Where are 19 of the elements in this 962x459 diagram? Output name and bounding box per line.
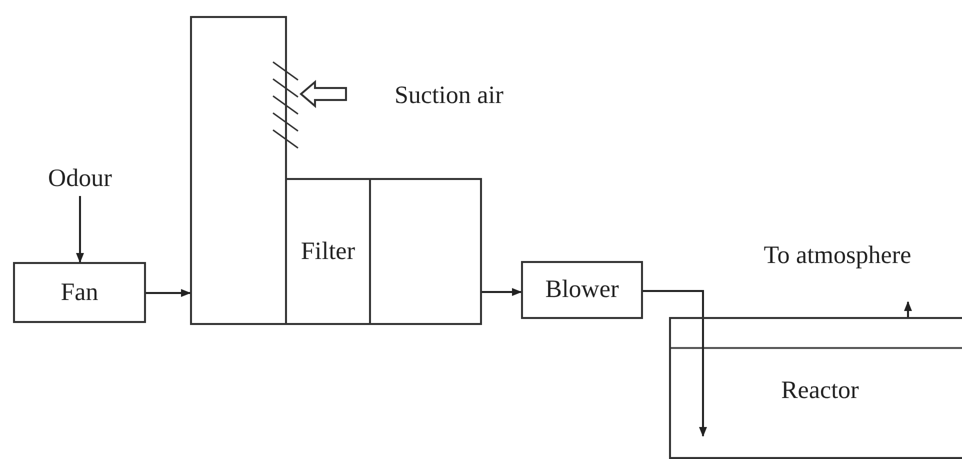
node-label: Odour	[30, 162, 130, 196]
arrow	[643, 290, 707, 437]
hollow-arrow	[299, 80, 347, 108]
box-label: Blower	[545, 276, 619, 304]
box-label: Filter	[300, 238, 356, 266]
process-box	[13, 262, 146, 323]
process-box	[285, 178, 371, 325]
compartment-box	[369, 178, 482, 325]
node-label: Suction air	[364, 78, 534, 114]
compartment-box	[190, 16, 287, 325]
arrow	[76, 196, 84, 263]
process-box	[521, 261, 643, 319]
arrow	[482, 288, 522, 296]
box-label: Reactor	[781, 377, 859, 404]
arrow	[904, 301, 912, 317]
process-box	[669, 317, 962, 459]
node-label: To atmosphere	[730, 236, 945, 276]
arrow	[146, 289, 191, 297]
box-label: Fan	[60, 278, 98, 306]
